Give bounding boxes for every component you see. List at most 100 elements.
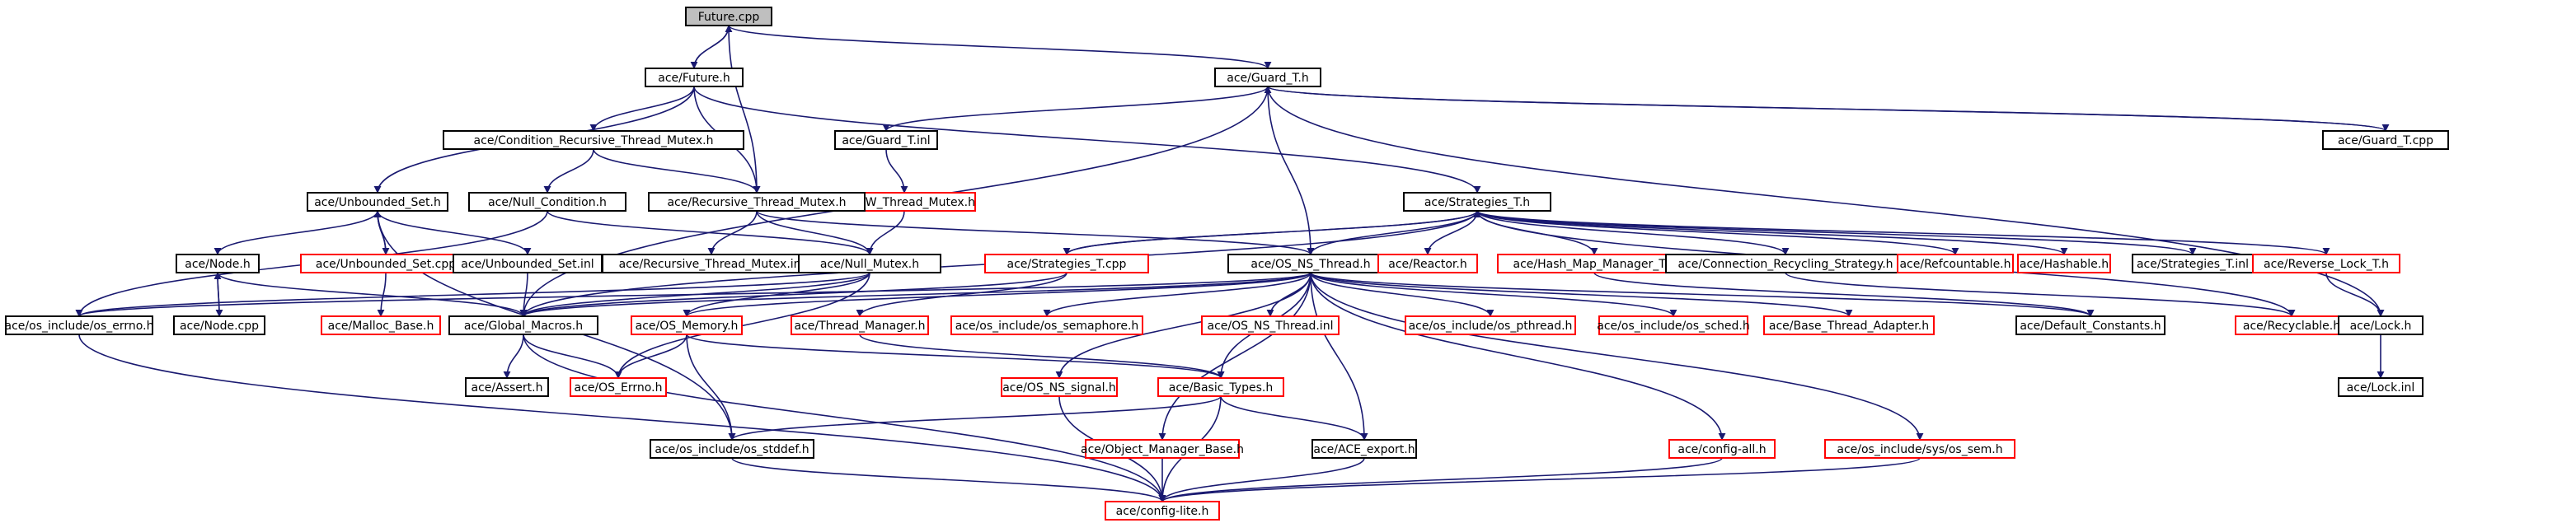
edge-n29-to-n42	[686, 334, 1225, 379]
node-label: ace/Null_Condition.h	[488, 196, 607, 209]
edge-n16-to-n28	[519, 272, 1067, 317]
node-label: ace/Node.h	[185, 258, 250, 271]
graph-node[interactable]: ace/Guard_T.h	[1214, 68, 1321, 87]
graph-node[interactable]: ace/Connection_Recycling_Strategy.h	[1665, 254, 1906, 273]
edge-n48-to-n49	[1158, 457, 1921, 502]
node-layer: Future.cpp ace/Future.h ace/Guard_T.h ace/G…	[5, 7, 2449, 521]
node-box	[798, 254, 941, 273]
node-box	[1763, 315, 1935, 335]
graph-node[interactable]: ace/Recursive_Thread_Mutex.inl	[602, 254, 821, 273]
edge-n17-to-n47	[1310, 272, 1726, 441]
graph-node[interactable]: ace/Object_Manager_Base.h	[1081, 439, 1244, 459]
graph-node[interactable]: ace/Unbounded_Set.inl	[453, 254, 603, 273]
graph-node[interactable]: ace/os_include/sys/os_sem.h	[1824, 439, 2015, 459]
graph-node[interactable]: ace/Hashable.h	[2017, 254, 2111, 273]
graph-node[interactable]: ace/Node.cpp	[173, 315, 265, 335]
graph-node[interactable]: ace/Strategies_T.inl	[2132, 254, 2254, 273]
graph-node[interactable]: ace/OS_Errno.h	[570, 377, 667, 397]
graph-node[interactable]: ace/Reverse_Lock_T.h	[2252, 254, 2400, 273]
graph-node[interactable]: ace/Base_Thread_Adapter.h	[1763, 315, 1935, 335]
edge-n17-to-n46	[1310, 272, 1368, 441]
graph-node[interactable]: ace/Refcountable.h	[1897, 254, 2014, 273]
node-label: Future.cpp	[698, 11, 760, 24]
node-label: ace/Strategies_T.cpp	[1007, 258, 1127, 271]
graph-node[interactable]: ace/config-lite.h	[1105, 501, 1220, 521]
node-label: ace/os_include/os_stddef.h	[655, 443, 809, 456]
graph-node[interactable]: ace/ACE_export.h	[1311, 439, 1417, 459]
node-label: ace/os_include/os_pthread.h	[1409, 320, 1573, 333]
node-label: ace/Hash_Map_Manager_T.h	[1513, 258, 1675, 271]
edge-n1-to-n10	[693, 86, 1481, 194]
node-box	[650, 439, 814, 459]
graph-node[interactable]: ace/Guard_T.inl	[834, 130, 938, 150]
graph-node[interactable]: ace/RW_Thread_Mutex.h	[833, 192, 976, 212]
graph-node[interactable]: ace/OS_NS_Thread.inl	[1201, 315, 1340, 335]
graph-node[interactable]: ace/Assert.h	[465, 377, 549, 397]
graph-node[interactable]: ace/Global_Macros.h	[448, 315, 598, 335]
graph-node[interactable]: Future.cpp	[685, 7, 772, 26]
edge-n17-to-n28	[519, 272, 1311, 317]
graph-node[interactable]: ace/os_include/os_pthread.h	[1405, 315, 1576, 335]
node-label: ace/Guard_T.inl	[842, 134, 930, 147]
edge-n29-to-n40	[614, 334, 687, 379]
edge-n16-to-n10	[1066, 210, 1481, 255]
graph-node[interactable]: ace/os_include/os_semaphore.h	[950, 315, 1143, 335]
node-box	[321, 315, 441, 335]
edge-n29-to-n44	[686, 334, 736, 441]
edge-n28-to-n40	[523, 334, 622, 379]
edge-n0-to-n8	[728, 25, 761, 194]
node-label: ace/Refcountable.h	[1899, 258, 2011, 271]
edge-n10-to-n21	[1476, 210, 1959, 255]
node-label: ace/Hashable.h	[2020, 258, 2109, 271]
graph-node[interactable]: ace/os_include/os_sched.h	[1597, 315, 1750, 335]
graph-node[interactable]: ace/Reactor.h	[1377, 254, 1478, 273]
edge-n2-to-n3	[882, 86, 1269, 132]
graph-node[interactable]: ace/Strategies_T.h	[1403, 192, 1551, 212]
graph-node[interactable]: ace/os_include/os_errno.h	[5, 315, 154, 335]
node-box	[631, 315, 743, 335]
graph-node[interactable]: ace/Basic_Types.h	[1157, 377, 1284, 397]
node-box	[1157, 377, 1284, 397]
graph-node[interactable]: ace/Malloc_Base.h	[321, 315, 441, 335]
graph-node[interactable]: ace/Strategies_T.cpp	[984, 254, 1149, 273]
graph-node[interactable]: ace/OS_NS_Thread.h	[1227, 254, 1394, 273]
graph-node[interactable]: ace/Hash_Map_Manager_T.h	[1497, 254, 1692, 273]
node-box	[1598, 315, 1748, 335]
graph-node[interactable]: ace/Thread_Manager.h	[791, 315, 929, 335]
graph-node[interactable]: ace/Null_Mutex.h	[798, 254, 941, 273]
graph-node[interactable]: ace/Unbounded_Set.h	[307, 192, 448, 212]
graph-node[interactable]: ace/OS_NS_signal.h	[1001, 377, 1118, 397]
graph-node[interactable]: ace/Recyclable.h	[2235, 315, 2348, 335]
graph-node[interactable]: ace/Guard_T.cpp	[2322, 130, 2449, 150]
node-box	[2015, 315, 2165, 335]
graph-node[interactable]: ace/Unbounded_Set.cpp	[300, 254, 472, 273]
edge-n2-to-n17	[1267, 86, 1315, 255]
node-label: ace/config-lite.h	[1116, 505, 1209, 518]
node-box	[2322, 130, 2449, 150]
graph-node[interactable]: ace/Recursive_Thread_Mutex.h	[648, 192, 866, 212]
node-label: ace/os_include/os_semaphore.h	[955, 320, 1139, 333]
node-label: ace/OS_NS_signal.h	[1002, 381, 1116, 395]
edge-layer	[75, 25, 2390, 502]
edge-n25-to-n49	[78, 334, 1166, 502]
graph-node[interactable]: ace/config-all.h	[1668, 439, 1776, 459]
graph-node[interactable]: ace/OS_Memory.h	[631, 315, 743, 335]
node-label: ace/Lock.inl	[2347, 381, 2415, 395]
node-box	[1824, 439, 2015, 459]
graph-node[interactable]: ace/Node.h	[176, 254, 260, 273]
node-label: ace/Default_Constants.h	[2020, 320, 2161, 333]
edge-n17-to-n45	[1158, 272, 1311, 441]
edge-n42-to-n46	[1220, 395, 1368, 441]
graph-node[interactable]: ace/Lock.inl	[2338, 377, 2424, 397]
graph-node[interactable]: ace/Null_Condition.h	[468, 192, 626, 212]
graph-node[interactable]: ace/Default_Constants.h	[2015, 315, 2165, 335]
node-box	[1201, 315, 1340, 335]
edge-n3-to-n6	[885, 148, 908, 194]
graph-node[interactable]: ace/Future.h	[645, 68, 744, 87]
edge-n17-to-n31	[1043, 272, 1311, 317]
edge-n7-to-n15	[547, 210, 874, 255]
graph-node[interactable]: ace/Lock.h	[2338, 315, 2424, 335]
graph-node[interactable]: ace/os_include/os_stddef.h	[650, 439, 814, 459]
node-label: ace/RW_Thread_Mutex.h	[833, 196, 975, 209]
graph-node[interactable]: ace/Condition_Recursive_Thread_Mutex.h	[443, 130, 744, 150]
